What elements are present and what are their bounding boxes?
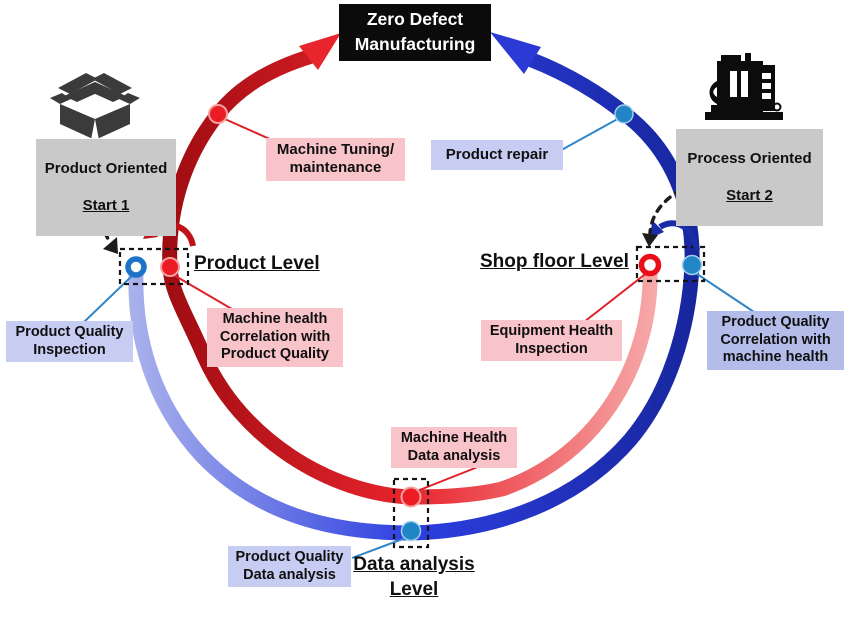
start1-label: Product Oriented Start 1	[36, 139, 176, 237]
product-level-heading: Product Level	[194, 253, 320, 274]
product-quality-correlation-label: Product Quality Correlation with machine…	[707, 311, 844, 371]
machine-health-data-analysis-label: Machine Health Data analysis	[391, 427, 517, 469]
shop-floor-level-box	[635, 245, 706, 283]
pq-inspection-ring	[125, 256, 147, 278]
blue-cycle-arc	[128, 52, 700, 541]
open-box-icon	[50, 73, 140, 140]
start2-dashed-arrow	[648, 166, 715, 235]
start2-label: Process Oriented Start 2	[676, 129, 823, 227]
zdm-title: Zero Defect Manufacturing	[339, 4, 491, 61]
start1-line2: Start 1	[82, 196, 130, 214]
blue-hook-arrow	[658, 220, 700, 251]
machine-tuning-label: Machine Tuning/ maintenance	[266, 138, 405, 181]
start2-line2: Start 2	[726, 186, 773, 204]
cnc-machine-icon	[705, 53, 783, 120]
product-level-box	[118, 247, 190, 286]
pq-data-dot	[400, 520, 422, 542]
loop-hooks	[143, 220, 700, 251]
blue-arrowhead	[490, 32, 541, 74]
product-repair-dot	[614, 104, 634, 124]
data-analysis-level-heading: Data analysis Level	[353, 554, 475, 600]
connector-mh-correlation	[171, 273, 238, 313]
machine-health-correlation-label: Machine health Correlation with Product …	[207, 308, 343, 368]
station-markers	[125, 104, 703, 542]
connector-eh-inspection	[583, 271, 649, 323]
product-quality-data-analysis-label: Product Quality Data analysis	[228, 546, 351, 588]
mh-data-dot	[400, 486, 422, 508]
red-arrowhead	[299, 33, 341, 70]
machine-tuning-dot	[208, 104, 228, 124]
eh-inspection-ring	[638, 253, 662, 277]
product-quality-inspection-label: Product Quality Inspection	[6, 321, 133, 363]
pq-correlation-dot	[681, 254, 703, 276]
connector-product-repair	[555, 115, 624, 154]
product-repair-label: Product repair	[431, 140, 563, 171]
start2-arrowhead	[642, 233, 658, 247]
connector-pq-inspection	[83, 273, 135, 323]
start1-arrowhead	[103, 237, 118, 254]
equipment-health-inspection-label: Equipment Health Inspection	[481, 320, 622, 362]
connector-pq-data	[351, 536, 409, 559]
start1-line1: Product Oriented	[44, 160, 168, 178]
level-boxes	[118, 245, 706, 549]
connector-pq-correlation	[693, 271, 758, 315]
start2-line1: Process Oriented	[687, 150, 812, 168]
red-cycle-arc	[162, 48, 658, 505]
data-analysis-level-box	[392, 477, 430, 549]
mh-correlation-dot	[160, 257, 180, 277]
shop-floor-level-heading: Shop floor Level	[480, 251, 629, 272]
